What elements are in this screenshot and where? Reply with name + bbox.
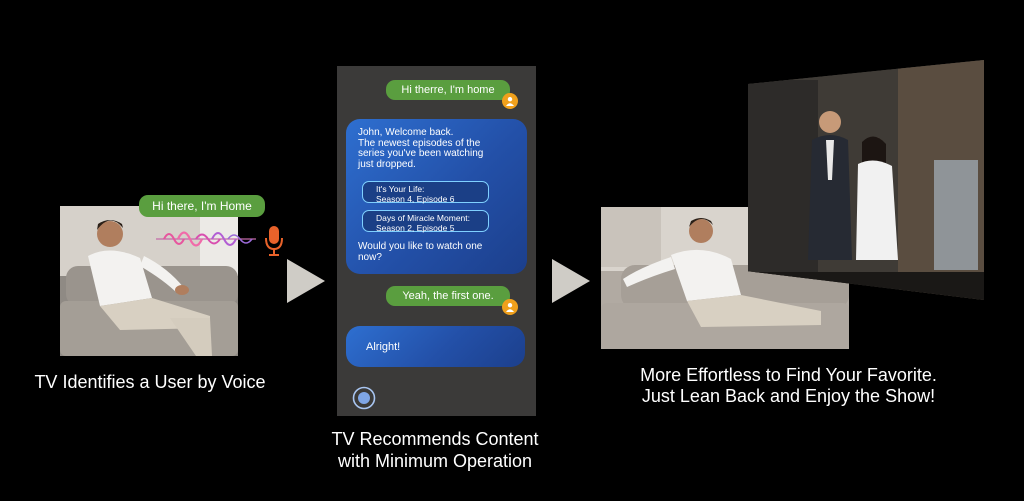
microphone-icon [265, 226, 283, 256]
step3-caption-line-2: Just Lean Back and Enjoy the Show! [641, 386, 936, 406]
living-room-photo-user-relaxing [601, 207, 849, 349]
assistant-line-1: John, Welcome back. [358, 127, 454, 138]
assistant-line-2: The newest episodes of the [358, 137, 481, 149]
tv-screen-showing-drama [748, 60, 984, 300]
step3-caption-line-1: More Effortless to Find Your Favorite. [640, 365, 937, 385]
step2-caption-line-1: TV Recommends Content [331, 429, 539, 449]
tv-drama-scene-illustration [748, 60, 984, 300]
assistant-question-line-1: Would you like to watch one [358, 241, 483, 252]
user-avatar-icon [502, 299, 518, 315]
step2-caption-line-2: with Minimum Operation [337, 451, 533, 471]
man-on-sofa-illustration [60, 206, 238, 356]
user-message-text-2: Yeah, the first one. [402, 290, 494, 302]
man-relaxing-illustration [601, 207, 849, 349]
speech-bubble-step1: Hi there, I'm Home [139, 195, 265, 217]
user-message-bubble-2: Yeah, the first one. [386, 286, 510, 306]
play-arrow-icon [287, 259, 325, 303]
suggestion-2-episode: Season 2, Episode 5 [376, 223, 455, 233]
suggestion-episode-1[interactable]: It's Your Life: Season 4, Episode 6 [362, 181, 489, 204]
assistant-question-line-2: now? [358, 252, 382, 263]
assistant-message-text-2: Alright! [366, 341, 401, 353]
play-arrow-icon [552, 259, 590, 303]
assistant-line-3: series you've been watching [358, 148, 484, 159]
assistant-message-bubble-2: Alright! [346, 326, 525, 367]
user-message-bubble-1: Hi therre, I'm home [386, 80, 510, 100]
assistant-message-bubble-1: John, Welcome back. The newest episodes … [346, 119, 527, 274]
suggestion-2-title: Days of Miracle Moment: [376, 213, 470, 223]
assistant-line-4: just dropped. [358, 158, 416, 170]
user-avatar-icon [502, 93, 518, 109]
living-room-photo-user-speaking [60, 206, 238, 356]
step1-caption: TV Identifies a User by Voice [34, 372, 266, 392]
step3-caption: More Effortless to Find Your Favorite. J… [610, 365, 967, 407]
step2-caption: TV Recommends Content with Minimum Opera… [305, 428, 565, 472]
voice-waveform-icon [156, 231, 256, 247]
suggestion-1-title: It's Your Life: [376, 184, 425, 194]
suggestion-1-episode: Season 4, Episode 6 [376, 194, 455, 204]
speech-bubble-text: Hi there, I'm Home [152, 199, 252, 213]
user-message-text-1: Hi therre, I'm home [401, 84, 495, 96]
suggestion-episode-2[interactable]: Days of Miracle Moment: Season 2, Episod… [362, 210, 489, 233]
record-button-icon[interactable] [352, 386, 376, 410]
